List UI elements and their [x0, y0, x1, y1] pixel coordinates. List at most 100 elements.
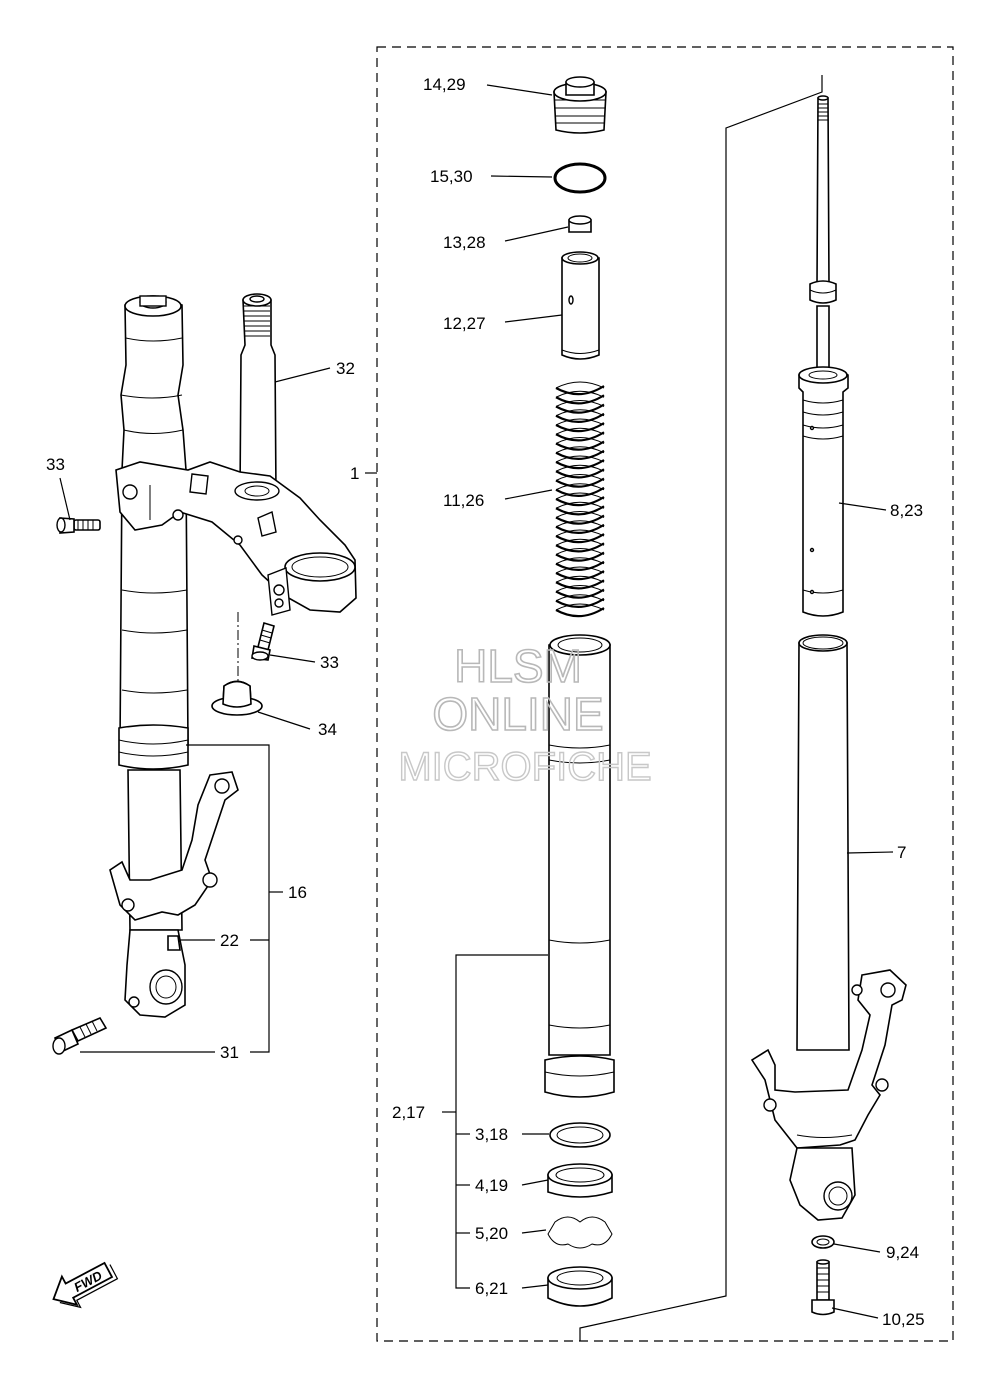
spring-coil [555, 394, 605, 405]
spring-coil [555, 523, 605, 534]
spring-coil [555, 570, 605, 581]
fwd-arrow-icon: FWD [52, 1261, 119, 1309]
callout-32: 32 [336, 359, 355, 378]
outer-tube-2-17 [544, 634, 615, 1098]
watermark: HLSM ONLINE MICROFICHE [398, 639, 653, 790]
spring-coil-back [555, 446, 605, 454]
callout-10-25: 10,25 [882, 1310, 925, 1329]
callout-labels: 1 14,29 15,30 13,28 12,27 11,26 2,17 3,1… [46, 75, 925, 1329]
spring-coil [555, 588, 605, 599]
callout-2-17: 2,17 [392, 1103, 425, 1122]
spring-coil [555, 579, 605, 590]
spring-coil [555, 468, 605, 479]
leader-lines [59, 84, 894, 1319]
callout-13-28: 13,28 [443, 233, 486, 252]
damper-rod-8-23 [798, 95, 849, 617]
bolt-10-25 [811, 1259, 835, 1316]
callout-33-right: 33 [320, 653, 339, 672]
center-part-stack [544, 76, 615, 1307]
callout-12-27: 12,27 [443, 314, 486, 333]
spring-coil-back [555, 520, 605, 528]
dust-seal-6-21 [547, 1266, 613, 1307]
callout-4-19: 4,19 [475, 1176, 508, 1195]
spring-coil-back [555, 585, 605, 592]
spring-coil-back [555, 538, 605, 546]
spring-coil [555, 449, 605, 460]
spring-coil-back [555, 400, 605, 407]
spring-coil-back [555, 455, 605, 463]
spring-coil-back [555, 575, 605, 583]
bolt-31 [52, 1016, 108, 1055]
spring-coil [555, 431, 605, 442]
spring-coil-back [555, 511, 605, 518]
cap-bolt-14-29 [553, 76, 607, 134]
callout-9-24: 9,24 [886, 1243, 919, 1262]
spring-coil [555, 486, 605, 497]
watermark-line3: MICROFICHE [398, 745, 651, 789]
spring-coil-back [555, 409, 605, 417]
left-fork-assembly [52, 293, 357, 1055]
watermark-line2: ONLINE [432, 688, 603, 740]
spring-coil-back [555, 483, 605, 491]
callout-14-29: 14,29 [423, 75, 466, 94]
spring-11-26 [555, 381, 605, 618]
spring-coil-back [555, 566, 605, 574]
callout-31: 31 [220, 1043, 239, 1062]
spring-coil [555, 459, 605, 470]
callout-16: 16 [288, 883, 307, 902]
callout-7: 7 [897, 843, 906, 862]
spring-coil [555, 496, 605, 507]
nut-13-28 [568, 215, 592, 233]
spring-coil-back [555, 557, 605, 565]
spring-coil [555, 514, 605, 525]
spring-coil [555, 607, 605, 618]
spring-coil-back [555, 529, 605, 537]
spring-coil-back [555, 427, 605, 435]
spring-coil-back [555, 381, 605, 389]
callout-3-18: 3,18 [475, 1125, 508, 1144]
spring-coil-back [555, 548, 605, 555]
axle-bracket-7 [750, 969, 907, 1221]
spring-coil [555, 597, 605, 608]
spring-coil-back [555, 437, 605, 444]
spring-coil-back [555, 418, 605, 426]
spring-coil [555, 505, 605, 516]
callout-1: 1 [350, 464, 359, 483]
callout-5-20: 5,20 [475, 1224, 508, 1243]
o-ring-15-30 [553, 162, 607, 194]
spring-coil [555, 403, 605, 414]
spring-coil [555, 477, 605, 488]
spring-coil-back [555, 492, 605, 500]
callout-15-30: 15,30 [430, 167, 473, 186]
oil-seal-4-19 [547, 1163, 613, 1198]
washer-3-18 [549, 1122, 611, 1148]
spring-coil-back [555, 594, 605, 602]
callout-11-26: 11,26 [443, 491, 484, 510]
right-part-column [750, 95, 907, 1316]
spring-coil [555, 542, 605, 553]
spring-coil [555, 551, 605, 562]
inner-tube-7 [796, 634, 850, 1051]
stem-threads [244, 305, 270, 337]
spring-coil-back [555, 390, 605, 398]
spring-coil-back [555, 464, 605, 472]
clip-5-20 [547, 1216, 613, 1249]
bolt-33-left [56, 517, 101, 534]
watermark-line1: HLSM [454, 640, 582, 692]
spring-coil [555, 422, 605, 433]
spring-coil-back [555, 603, 605, 611]
spring-coil [555, 385, 605, 396]
spring-coil [555, 412, 605, 423]
callout-6-21: 6,21 [475, 1279, 508, 1298]
callout-34: 34 [318, 720, 337, 739]
callout-33-left: 33 [46, 455, 65, 474]
cap-34 [211, 680, 263, 716]
spring-coil [555, 560, 605, 571]
spring-coil-back [555, 474, 605, 481]
bolt-33-right [251, 621, 275, 661]
assembly-dashed-box [376, 46, 954, 1342]
callout-8-23: 8,23 [890, 501, 923, 520]
spring-coil [555, 533, 605, 544]
spring-coil-back [555, 501, 605, 509]
